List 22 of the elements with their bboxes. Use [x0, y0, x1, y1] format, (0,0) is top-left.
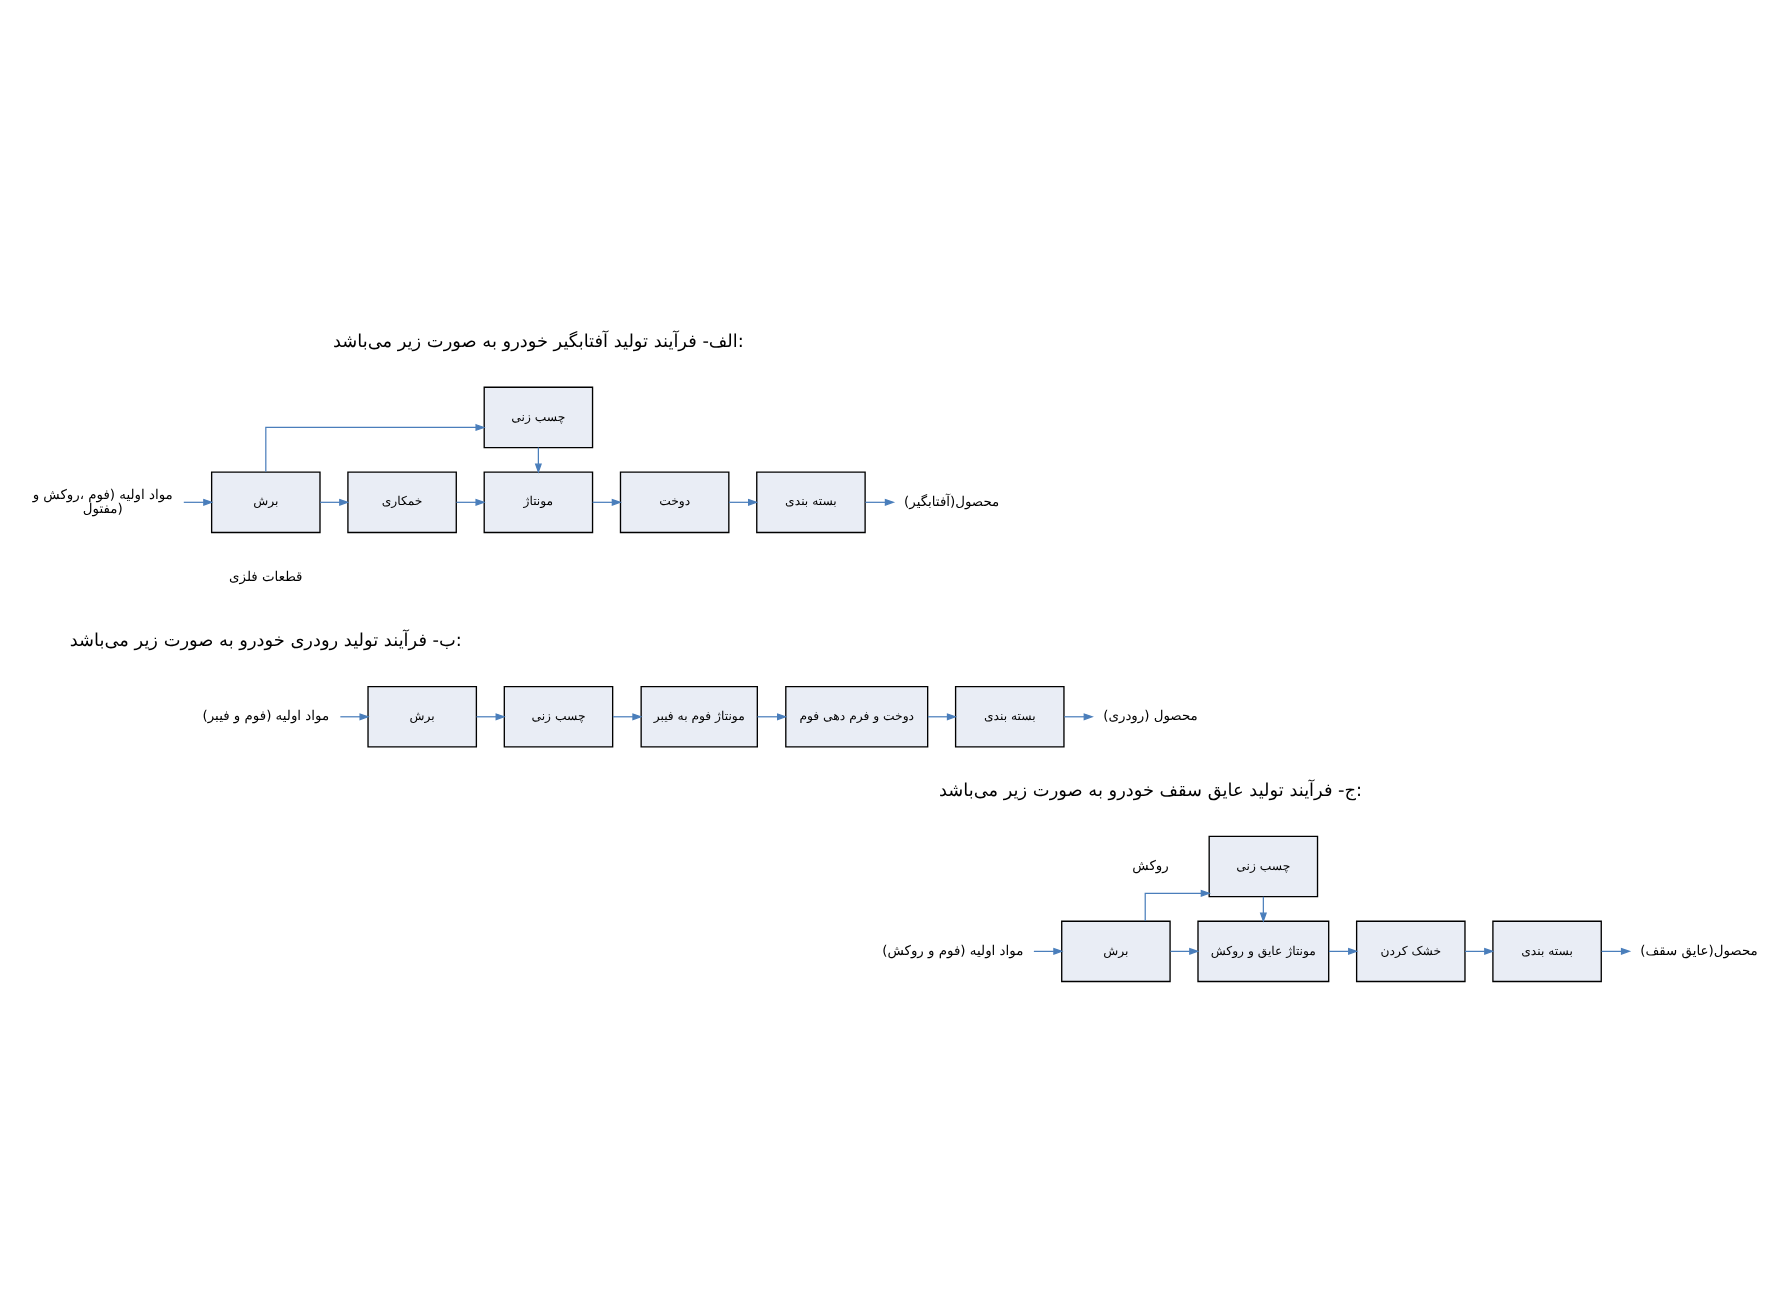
arrow: [1169, 946, 1200, 954]
label: الف- فرآیند تولید آفتابگیر خودرو به صورت زیر می‌باشد:: [332, 331, 744, 352]
arrow: [265, 422, 486, 472]
arrow: [728, 497, 759, 505]
arrow: [927, 712, 958, 720]
arrow: [455, 497, 486, 505]
arrow: [319, 497, 350, 505]
arrow: [1033, 946, 1064, 954]
arrow: [1328, 946, 1359, 954]
arrow: [612, 712, 643, 720]
arrow: [339, 712, 370, 720]
arrow: [756, 712, 788, 720]
arrow: [1600, 946, 1632, 954]
arrow: [864, 497, 896, 505]
arrow: [1144, 888, 1211, 921]
arrow: [475, 712, 506, 720]
arrow: [1063, 712, 1094, 720]
arrow: [1464, 946, 1495, 954]
label: ب- فرآیند تولید رودری خودرو به صورت زیر می‌باشد:: [69, 631, 462, 652]
arrow: [183, 497, 214, 505]
arrow: [592, 497, 622, 505]
label: ج- فرآیند تولید عایق سقف خودرو به صورت زیر می‌باشد:: [938, 780, 1363, 801]
